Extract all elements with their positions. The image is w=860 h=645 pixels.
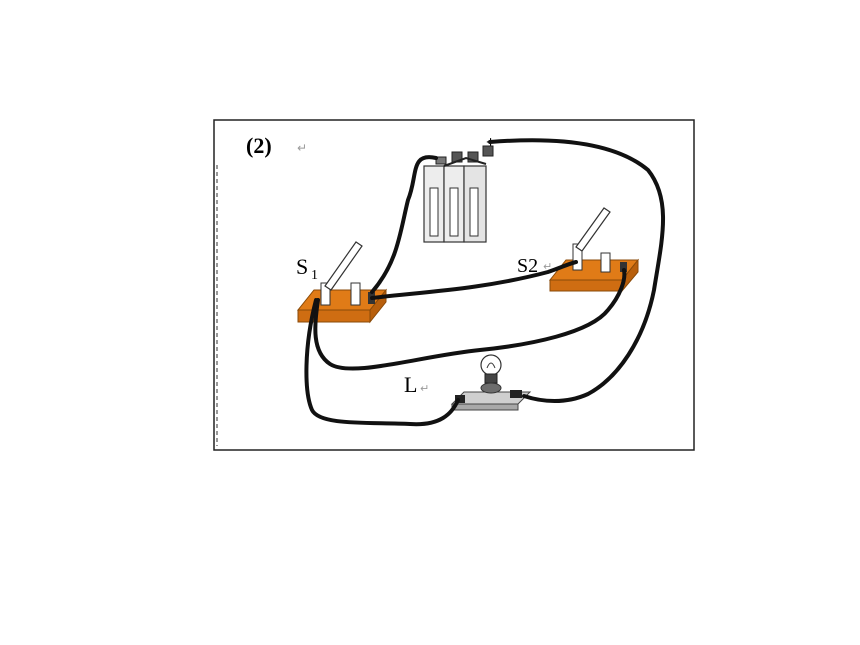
wire-s1-to-lamp xyxy=(304,298,460,427)
lamp-label: L xyxy=(404,372,417,397)
wire-s1-loop-to-s2 xyxy=(313,268,627,371)
paragraph-mark: ↵ xyxy=(297,141,307,155)
lamp xyxy=(450,354,532,411)
wire-s1-to-s2 xyxy=(370,260,578,300)
s2-paragraph-mark: ↵ xyxy=(543,260,552,273)
switch-s2-label: S2 xyxy=(517,255,538,277)
wires xyxy=(304,138,665,427)
wire-battery-to-s1 xyxy=(370,155,438,294)
switch-s1-subscript: 1 xyxy=(311,268,318,283)
figure-number-label: (2) xyxy=(246,133,272,158)
wire-battery-plus-to-lamp xyxy=(488,138,665,403)
lamp-paragraph-mark: ↵ xyxy=(420,382,429,395)
switch-s1-label: S xyxy=(296,254,308,279)
battery xyxy=(423,145,494,243)
